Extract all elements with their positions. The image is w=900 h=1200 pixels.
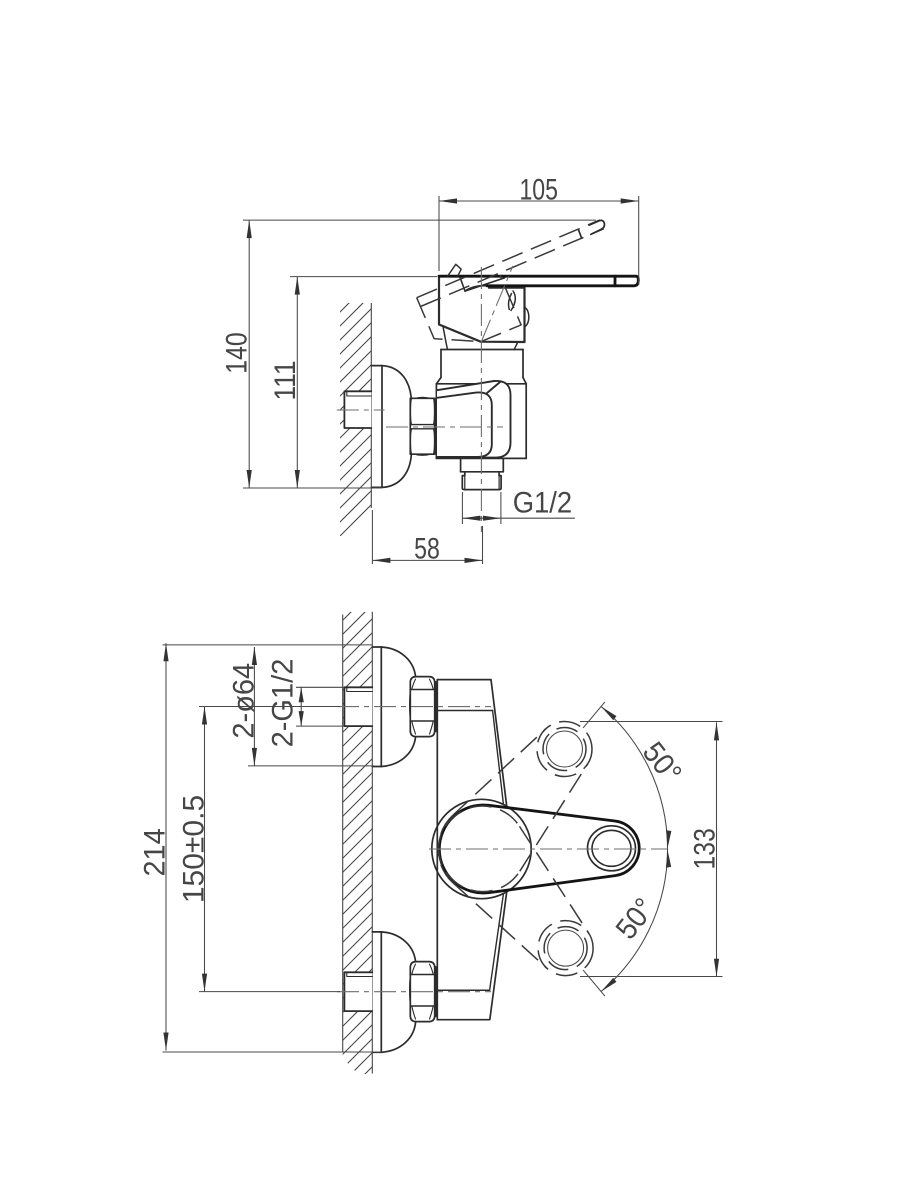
svg-text:105: 105 (519, 173, 558, 206)
svg-text:G1/2: G1/2 (513, 487, 573, 520)
svg-text:133: 133 (689, 828, 722, 869)
svg-text:2-ø64: 2-ø64 (228, 663, 261, 739)
svg-text:150±0.5: 150±0.5 (178, 795, 211, 903)
svg-text:111: 111 (269, 361, 302, 401)
svg-text:140: 140 (221, 332, 254, 374)
svg-text:2-G1/2: 2-G1/2 (267, 659, 300, 748)
svg-text:214: 214 (139, 828, 172, 876)
svg-text:58: 58 (414, 533, 440, 566)
